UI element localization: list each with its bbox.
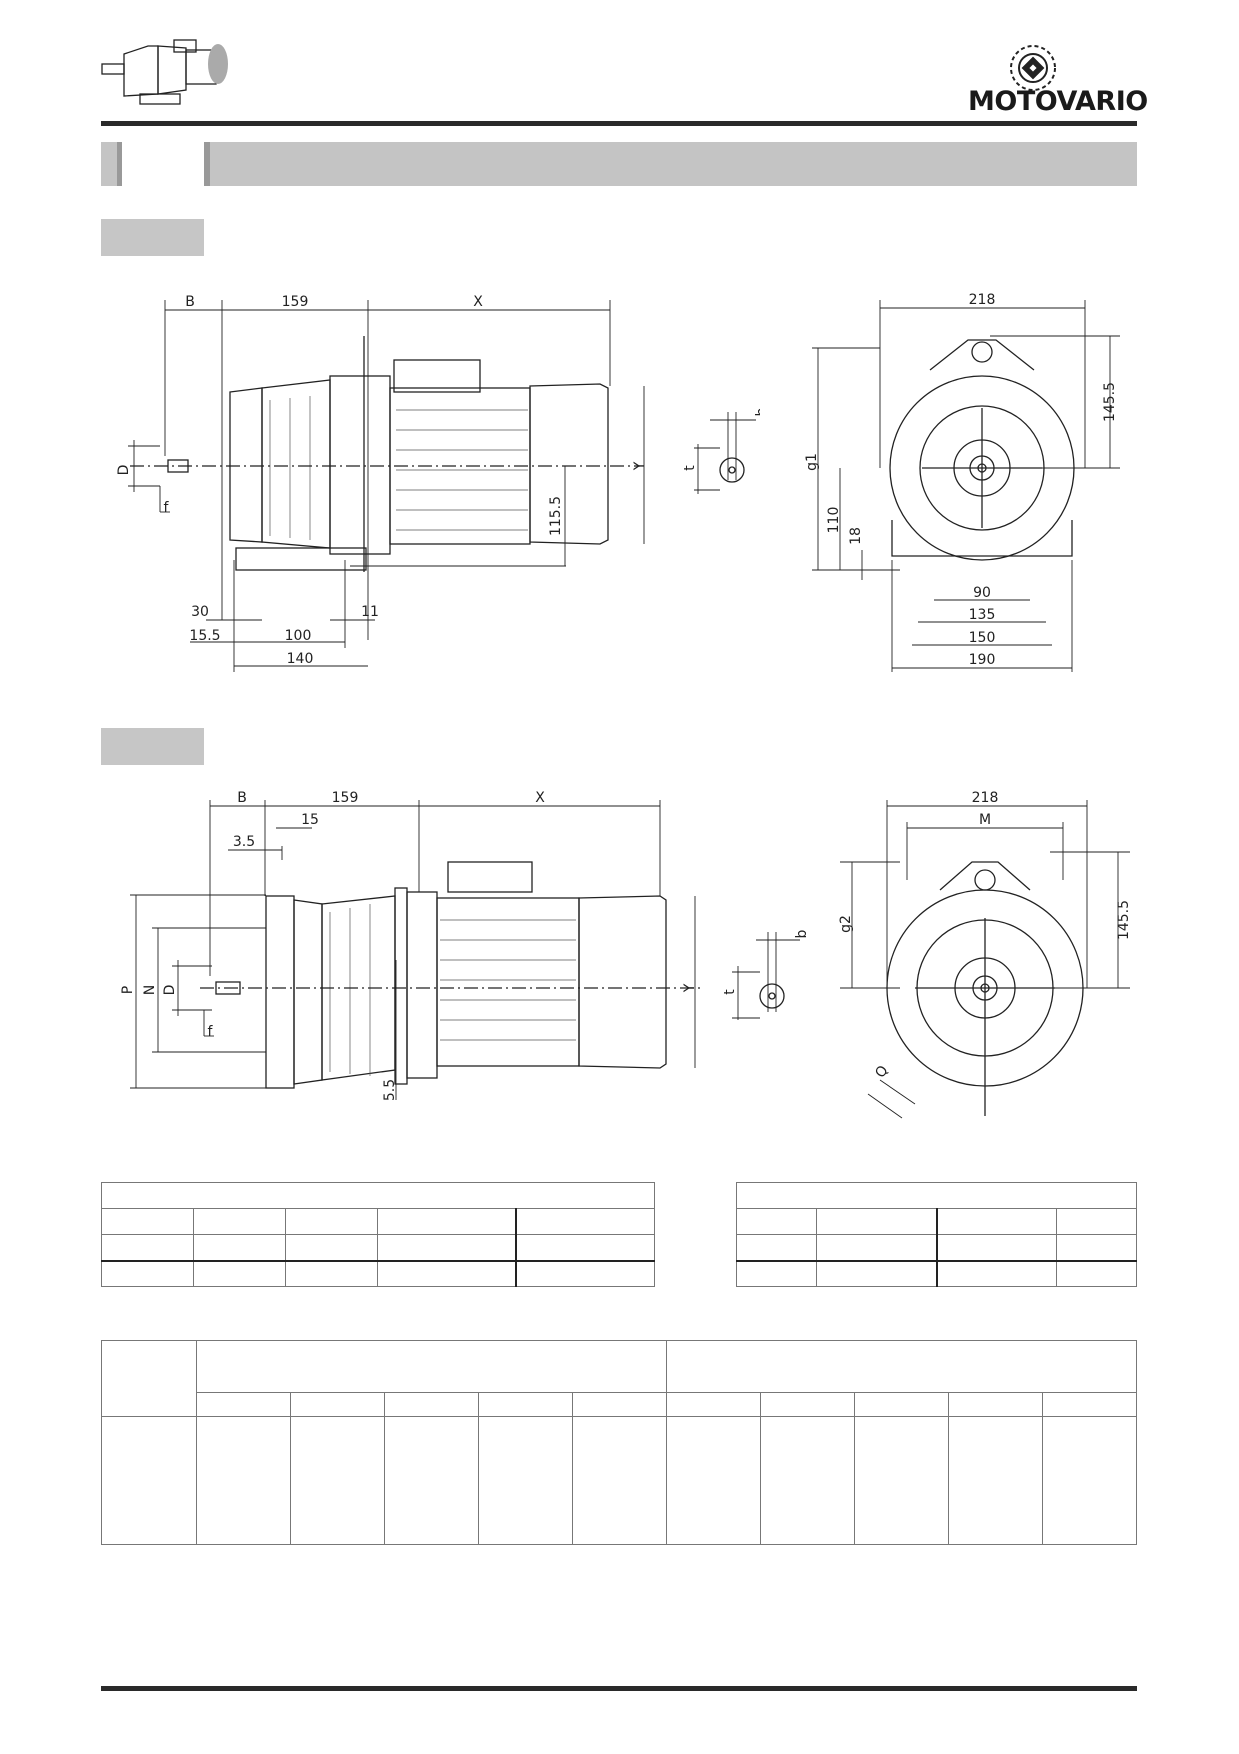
v1-end-135: 135 [969,607,996,623]
v1-end-18: 18 [848,527,864,545]
v2-dim-x: X [535,790,545,806]
v2-dim-y: Y [682,983,698,993]
v2-dim-159: 159 [332,790,359,806]
v1-dim-d: D [116,465,132,476]
v2-dim-p: P [120,986,136,994]
v2-dim-3-5: 3.5 [233,834,255,850]
v1-dim-f: f [164,500,170,516]
view1-side-drawing: B 159 X 30 11 15.5 100 140 D f Y 115.5 [100,280,700,680]
v1-end-218: 218 [969,292,996,308]
view1-key-detail: b t [680,400,770,500]
v2-dim-b: B [237,790,247,806]
v2-end-q: Q [872,1063,891,1081]
v2-dim-15: 15 [301,812,319,828]
spec-table-right [736,1182,1137,1287]
v1-key-b: b [754,407,760,416]
v1-dim-30: 30 [191,604,209,620]
v2-key-t: t [722,989,738,995]
v1-dim-15-5: 15.5 [189,628,220,644]
view2-side-drawing: B 159 X 15 3.5 P N D f Y 5.5 [100,790,720,1130]
brand-name: MOTOVARIO [968,86,1148,117]
view1-tab [101,219,204,256]
footer-rule [101,1686,1137,1691]
v1-dim-11: 11 [361,604,379,620]
v2-dim-d: D [162,985,178,996]
header-rule [101,121,1137,126]
view2-tab [101,728,204,765]
spec-table-left [100,1182,656,1287]
v1-end-90: 90 [973,585,991,601]
v1-end-110: 110 [826,507,842,534]
view1-end-view: 218 145.5 g1 110 18 90 135 150 190 [800,280,1140,680]
v2-key-b: b [794,929,810,938]
v2-end-145-5: 145.5 [1116,900,1132,940]
v2-dim-n: N [142,985,158,995]
v1-dim-b: B [185,294,195,310]
motovario-logo-icon [1003,40,1063,100]
v1-key-t: t [682,465,698,471]
dimension-table [101,1340,1137,1545]
v1-end-190: 190 [969,652,996,668]
v1-dim-140: 140 [287,651,314,667]
v2-end-g2: g2 [838,915,854,933]
section-bar-box [117,142,210,186]
v1-dim-x: X [473,294,483,310]
v1-end-150: 150 [969,630,996,646]
v1-dim-100: 100 [285,628,312,644]
v1-dim-y: Y [632,461,648,471]
v2-dim-f: f [208,1024,214,1040]
v1-end-g1: g1 [804,453,820,471]
v1-dim-159: 159 [282,294,309,310]
v1-dim-115-5: 115.5 [548,496,564,536]
gearmotor-thumbnail-icon [88,24,248,114]
v2-dim-5-5: 5.5 [382,1079,398,1101]
v2-end-m: M [979,812,991,828]
section-bar [101,142,1137,186]
v1-end-145-5: 145.5 [1102,382,1118,422]
v2-end-218: 218 [972,790,999,806]
view2-end-view: 218 M g2 145.5 Q [820,790,1140,1130]
view2-key-detail: b t [720,920,810,1020]
